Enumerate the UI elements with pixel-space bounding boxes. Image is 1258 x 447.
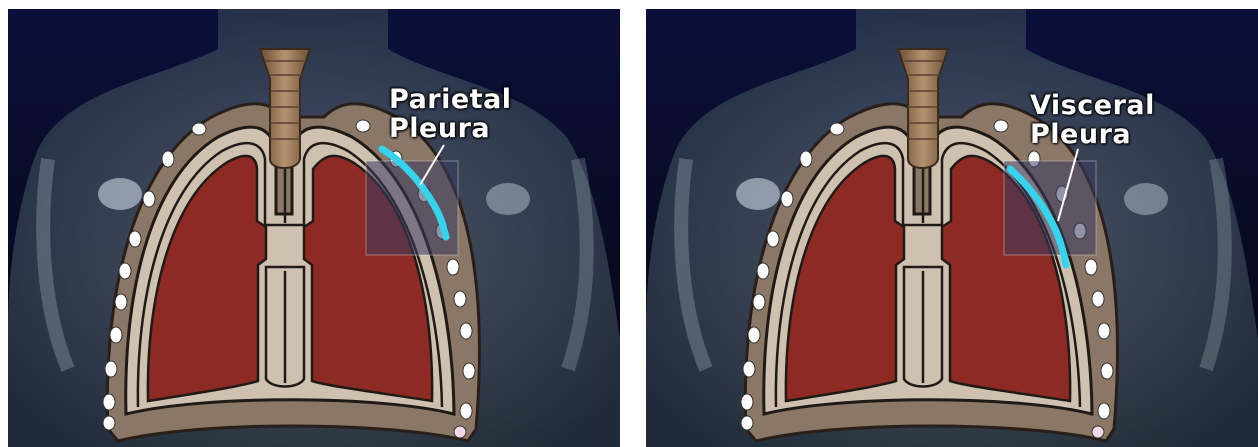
- label-visceral-pleura: Visceral Pleura: [1030, 91, 1155, 149]
- label-line-1: Parietal: [389, 85, 512, 114]
- chest-illustration: [8, 9, 620, 447]
- chest-illustration: [646, 9, 1258, 447]
- label-line-1: Visceral: [1030, 91, 1155, 120]
- diagram-panel-visceral: Visceral Pleura: [646, 9, 1258, 447]
- label-parietal-pleura: Parietal Pleura: [389, 85, 512, 143]
- label-line-2: Pleura: [1030, 120, 1155, 149]
- diagram-panel-parietal: Parietal Pleura: [8, 9, 620, 447]
- label-line-2: Pleura: [389, 114, 512, 143]
